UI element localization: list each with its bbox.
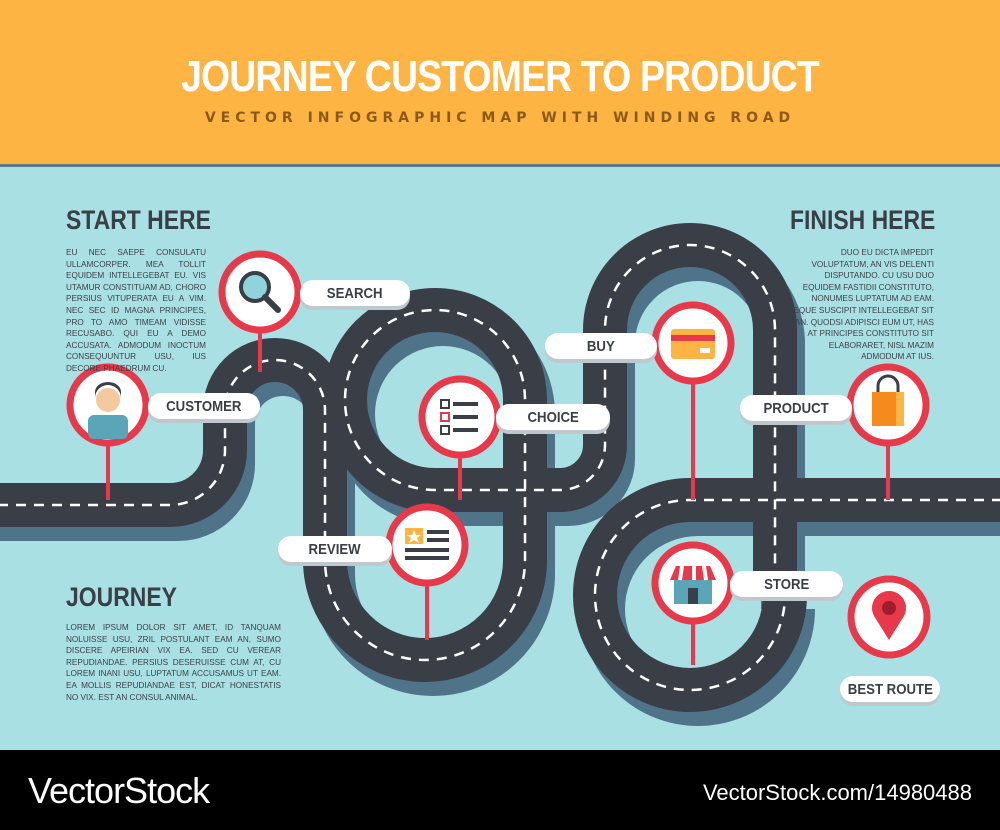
location-marker-icon xyxy=(871,591,906,640)
label-choice: CHOICE xyxy=(496,404,610,430)
start-heading: START HERE xyxy=(66,205,211,235)
label-store: STORE xyxy=(730,571,843,597)
page-title: JOURNEY CUSTOMER TO PRODUCT xyxy=(181,52,820,101)
label-product: PRODUCT xyxy=(740,395,852,421)
image-url: VectorStock.com/14980488 xyxy=(702,780,972,805)
credit-card-icon xyxy=(671,329,715,359)
label-buy: BUY xyxy=(545,333,657,359)
shopping-bag-icon xyxy=(872,374,904,426)
label-customer: CUSTOMER xyxy=(148,393,260,419)
start-text: Eu nec saepe consulatu ullamcorper. Mea … xyxy=(66,248,206,373)
label-review: REVIEW xyxy=(278,536,392,562)
brand-logo: VectorStock xyxy=(28,770,210,811)
footer: VectorStock VectorStock.com/14980488 xyxy=(0,750,1000,830)
store-icon xyxy=(670,565,716,604)
road-center-line xyxy=(0,243,1000,692)
checklist-icon xyxy=(440,399,478,435)
customer-avatar-icon xyxy=(88,382,128,439)
finish-heading: FINISH HERE xyxy=(790,205,936,235)
winding-road-map xyxy=(0,223,1000,727)
page-subtitle: VECTOR INFOGRAPHIC MAP WITH WINDING ROAD xyxy=(204,110,796,126)
label-search: SEARCH xyxy=(300,280,410,306)
label-best-route: BEST ROUTE xyxy=(840,676,940,702)
finish-text: Duo eu dicta impedit voluptatum, an vis … xyxy=(787,248,934,362)
journey-heading: JOURNEY xyxy=(66,582,177,612)
review-star-icon xyxy=(405,528,449,560)
magnifier-icon xyxy=(239,271,281,313)
review-pin xyxy=(385,503,469,587)
journey-text: Lorem ipsum dolor sit amet, id tanquam n… xyxy=(66,623,281,702)
header-banner: JOURNEY CUSTOMER TO PRODUCT VECTOR INFOG… xyxy=(0,0,1000,167)
